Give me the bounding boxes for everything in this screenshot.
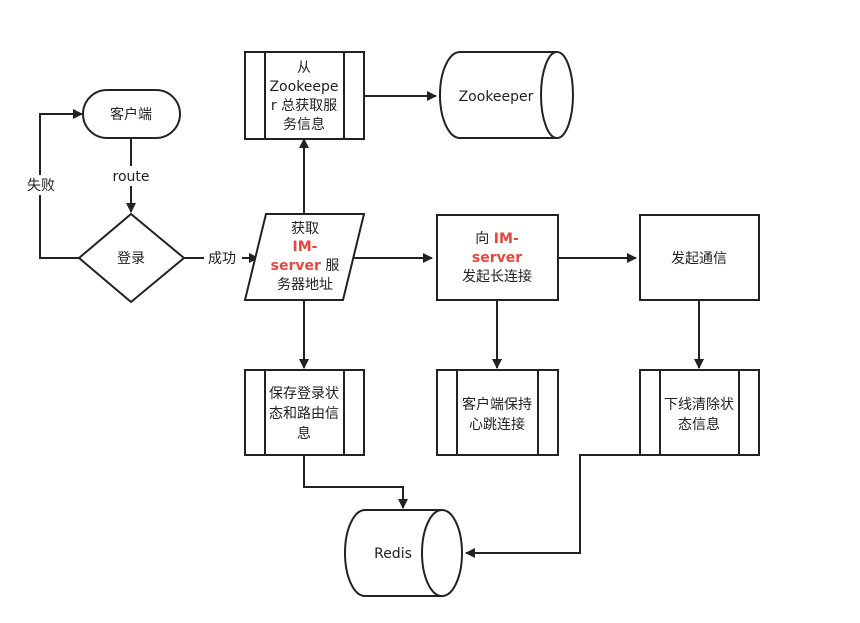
zk-fetch-line3: r 总获取服: [271, 98, 337, 114]
communicate-label: 发起通信: [671, 251, 727, 267]
connect-line1-text: 向: [475, 231, 493, 247]
offline-line1: 下线清除状: [664, 397, 734, 413]
get-server-line1: 获取: [291, 221, 319, 237]
zk-fetch-line1: 从: [297, 60, 311, 76]
edge-labels: route 失败 成功: [22, 166, 242, 268]
edge-offline-to-redis: [465, 454, 640, 558]
node-communicate: [639, 214, 760, 301]
save-state-line1: 保存登录状: [269, 386, 339, 402]
redis-label: Redis: [374, 546, 412, 562]
zk-fetch-line4: 务信息: [283, 116, 325, 133]
node-labels: 客户端 登录 获取 IM- server 服 务器地址 从 Zookeepe r…: [110, 60, 734, 562]
edges: [39, 91, 704, 558]
connect-highlight: IM-: [494, 231, 519, 247]
node-client: [82, 89, 181, 139]
node-redis: [344, 509, 463, 597]
connect-highlight2: server: [472, 250, 522, 266]
get-server-line3-rest: 服: [321, 258, 339, 274]
zookeeper-label: Zookeeper: [459, 89, 534, 105]
get-server-highlight: IM-: [293, 239, 318, 255]
node-get-server: [243, 213, 366, 301]
heartbeat-line2: 心跳连接: [469, 416, 525, 433]
node-heartbeat: [436, 369, 559, 456]
node-save-state: [244, 369, 365, 456]
node-connect: [436, 214, 559, 301]
login-label: 登录: [117, 251, 145, 267]
client-label: 客户端: [110, 106, 152, 123]
get-server-highlight2: server: [271, 258, 321, 274]
edge-save-state-to-redis: [303, 455, 408, 509]
node-zk-fetch: [244, 51, 365, 140]
node-offline: [639, 369, 760, 456]
connect-line1: 向 IM-: [475, 231, 519, 247]
connect-line3: 发起长连接: [462, 268, 532, 285]
nodes: [77, 51, 760, 597]
save-state-line2: 态和路由信: [269, 406, 339, 422]
heartbeat-line1: 客户端保持: [462, 396, 532, 413]
zk-fetch-line2: Zookeepe: [269, 79, 338, 95]
node-login-decision: [77, 212, 186, 304]
get-server-line3: server 服: [271, 258, 340, 274]
offline-line2: 态信息: [678, 416, 720, 433]
edge-label-fail: 失败: [27, 178, 55, 194]
edge-label-success: 成功: [208, 251, 236, 267]
get-server-line4: 务器地址: [277, 277, 333, 293]
save-state-line3: 息: [297, 425, 311, 442]
edge-label-route: route: [113, 169, 150, 185]
node-zookeeper: [439, 51, 574, 139]
